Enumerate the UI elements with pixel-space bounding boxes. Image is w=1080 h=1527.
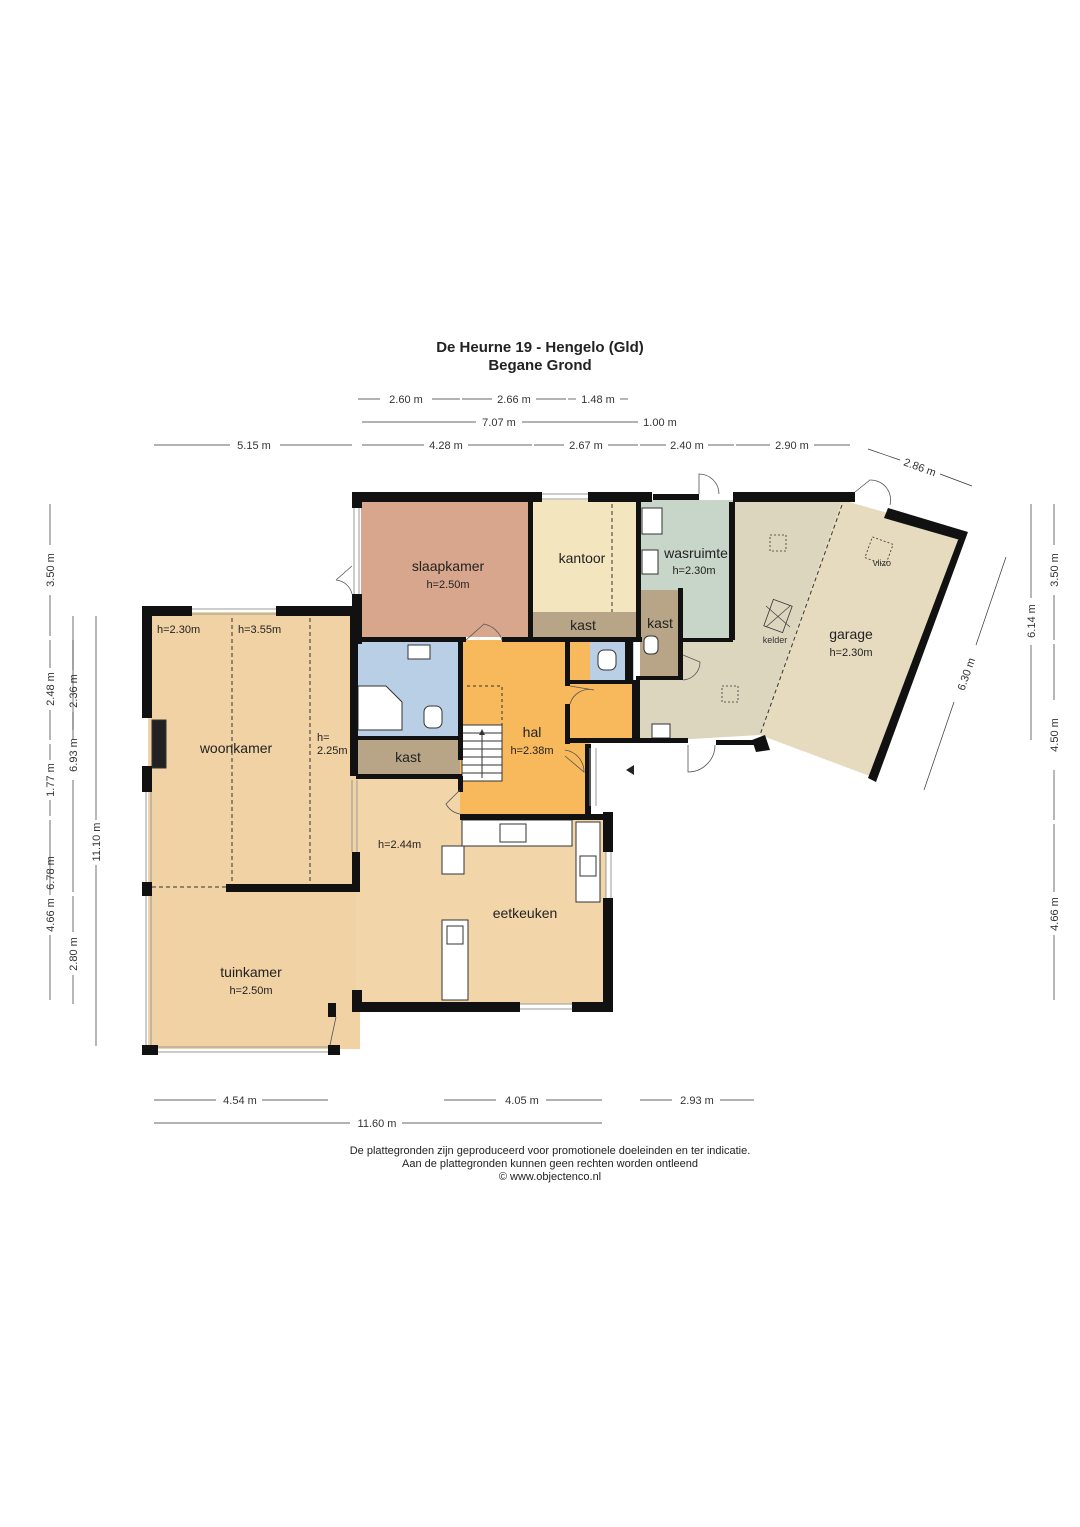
dim-diag-right: 6.30 m [956, 656, 978, 692]
disclaimer-line-1: De plattegronden zijn geproduceerd voor … [349, 1145, 751, 1157]
dim-left-inner: 11.10 m [91, 823, 103, 862]
label-hal: hal [523, 724, 542, 740]
label-eetkeuken: eetkeuken [493, 905, 558, 921]
room-kast-right [640, 590, 680, 678]
label-woonkamer: woonkamer [199, 740, 273, 756]
dim-left-mid-d: 2.80 m [68, 937, 80, 971]
dim-left-mid-b: 6.93 m [68, 738, 80, 772]
room-kast-top [531, 612, 637, 638]
walls [142, 492, 968, 1055]
dim-top-3b: 4.28 m [429, 440, 463, 452]
disclaimer-link[interactable]: © www.objectenco.nl [498, 1171, 602, 1183]
dim-top-3a: 5.15 m [237, 440, 271, 452]
dim-left-mid-a: 2.36 m [68, 674, 80, 708]
height-woonkamer-c1: h= [317, 732, 330, 744]
dim-left-outer-d: 4.66 m [45, 898, 57, 932]
dim-left-outer-c: 1.77 m [45, 763, 57, 797]
dim-top-3d: 2.40 m [670, 440, 704, 452]
dim-top-3e: 2.90 m [775, 440, 809, 452]
room-woonkamer [148, 612, 356, 887]
label-kelder: kelder [763, 635, 788, 645]
doors [329, 473, 891, 1046]
dim-top-2b: 1.00 m [643, 417, 677, 429]
height-slaapkamer: h=2.50m [426, 579, 469, 591]
dim-bottom-1a: 4.54 m [223, 1095, 257, 1107]
dim-top-2a: 7.07 m [482, 417, 516, 429]
label-vlizo: vlizo [873, 558, 891, 568]
label-kantoor: kantoor [559, 550, 606, 566]
label-kast-left: kast [395, 749, 421, 765]
floor-title: Begane Grond [488, 357, 592, 374]
height-eetkeuken: h=2.44m [378, 839, 421, 851]
address-title: De Heurne 19 - Hengelo (Gld) [436, 339, 644, 356]
dim-top-1a: 2.60 m [389, 394, 423, 406]
label-tuinkamer: tuinkamer [220, 964, 282, 980]
height-hal: h=2.38m [510, 745, 553, 757]
windows [145, 493, 612, 1053]
label-slaapkamer: slaapkamer [412, 558, 485, 574]
height-tuinkamer: h=2.50m [229, 985, 272, 997]
label-kast-right: kast [647, 615, 673, 631]
dim-bottom-1c: 2.93 m [680, 1095, 714, 1107]
room-garage-hall [640, 500, 842, 742]
dimension-labels: 2.60 m 2.66 m 1.48 m 7.07 m 1.00 m 5.15 … [45, 394, 1061, 1130]
label-kast-top: kast [570, 617, 596, 633]
dim-left-mid-c: 6.78 m [45, 856, 57, 890]
dim-bottom-2: 11.60 m [358, 1118, 397, 1130]
dim-right-outer-a: 3.50 m [1049, 553, 1061, 587]
plan-title: De Heurne 19 - Hengelo (Gld) Begane Gron… [0, 339, 1080, 375]
disclaimer-line-2: Aan de plattegronden kunnen geen rechten… [401, 1158, 698, 1170]
disclaimer: De plattegronden zijn geproduceerd voor … [0, 1145, 1080, 1184]
room-kast-left [356, 738, 460, 776]
room-tuinkamer [148, 887, 360, 1049]
room-kantoor [531, 500, 637, 612]
room-garage [760, 500, 965, 778]
dim-bottom-1b: 4.05 m [505, 1095, 539, 1107]
label-garage: garage [829, 626, 873, 642]
entrance-marker [626, 765, 634, 775]
height-woonkamer-a: h=2.30m [157, 624, 200, 636]
dim-right-outer-c: 4.66 m [1049, 897, 1061, 931]
height-woonkamer-c2: 2.25m [317, 745, 348, 757]
dim-right-outer-b: 4.50 m [1049, 718, 1061, 752]
dim-left-outer-b: 2.48 m [45, 672, 57, 706]
interior-lines [151, 504, 894, 1001]
height-garage: h=2.30m [829, 647, 872, 659]
dim-top-1c: 1.48 m [581, 394, 615, 406]
room-slaapkamer [361, 500, 531, 637]
dim-top-3c: 2.67 m [569, 440, 603, 452]
dimension-lines [49, 398, 1055, 1124]
dim-diag-top: 2.86 m [902, 457, 938, 480]
dim-top-1b: 2.66 m [497, 394, 531, 406]
dim-left-outer-a: 3.50 m [45, 553, 57, 587]
dim-right-inner: 6.14 m [1026, 604, 1038, 638]
height-woonkamer-b: h=3.55m [238, 624, 281, 636]
label-wasruimte: wasruimte [663, 545, 728, 561]
height-wasruimte: h=2.30m [672, 565, 715, 577]
